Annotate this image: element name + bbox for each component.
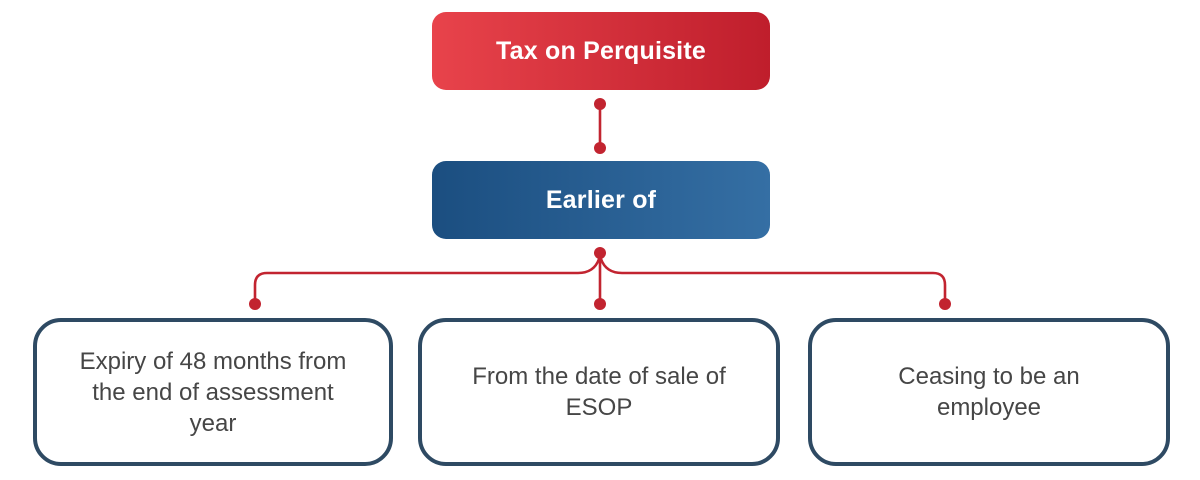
connector-branch-right xyxy=(599,257,947,304)
node-tax-on-perquisite: Tax on Perquisite xyxy=(432,12,770,90)
dot-decision-top xyxy=(594,142,606,154)
dot-decision-bottom xyxy=(594,247,606,259)
dot-option-left xyxy=(249,298,261,310)
dot-root-bottom xyxy=(594,98,606,110)
node-earlier-of-label: Earlier of xyxy=(545,185,657,214)
node-tax-on-perquisite-label: Tax on Perquisite xyxy=(496,36,706,65)
connector-branch-left xyxy=(253,257,601,304)
node-earlier-of: Earlier of xyxy=(432,161,770,239)
dot-option-right xyxy=(939,298,951,310)
dot-option-center xyxy=(594,298,606,310)
